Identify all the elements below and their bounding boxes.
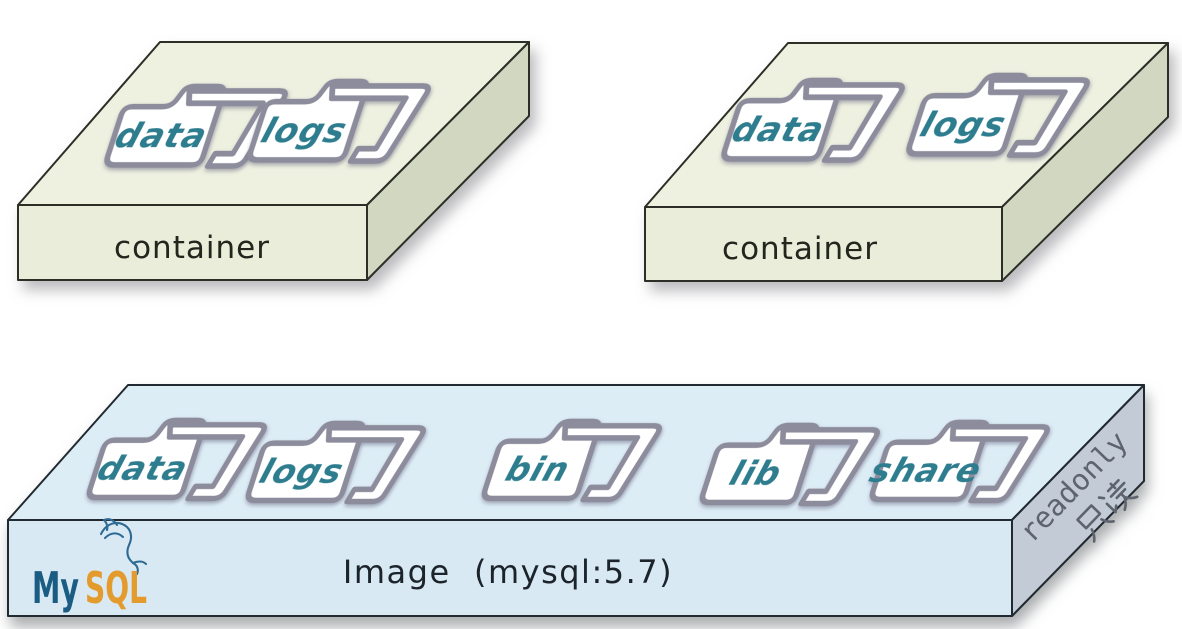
folder-label: data	[727, 111, 830, 150]
readonly-zh-glyphs	[1076, 478, 1139, 543]
folder-label: data	[110, 117, 213, 156]
container-1-label: container	[114, 230, 270, 266]
folder-label: logs	[256, 112, 352, 151]
folder-label: logs	[255, 453, 349, 491]
folder-icon-lib: lib	[700, 425, 880, 503]
container-1-front-face	[17, 204, 368, 281]
container-2-front-face	[644, 206, 1003, 282]
folder-label: data	[93, 450, 194, 488]
mysql-logo: My SQL	[32, 518, 148, 614]
container-2-label: container	[722, 231, 878, 267]
folder-label: lib	[725, 455, 787, 493]
mysql-logo-my: My	[32, 563, 79, 614]
folder-icon-logs: logs	[248, 81, 431, 161]
container-box-1: data logs container	[17, 41, 530, 281]
folder-icon-data: data	[87, 420, 267, 498]
image-label: Image (mysql:5.7)	[343, 553, 673, 591]
mysql-dolphin-icon	[99, 518, 148, 576]
folder-icon-logs: logs	[246, 423, 426, 501]
container-box-2: data logs container	[644, 42, 1169, 282]
folder-label: share	[865, 452, 987, 490]
folder-icon-data: data	[105, 86, 288, 166]
folder-icon-data: data	[722, 80, 905, 160]
image-front-face	[7, 519, 1013, 617]
mysql-logo-sql: SQL	[85, 563, 147, 614]
folder-icon-bin: bin	[482, 421, 662, 499]
folder-icon-logs: logs	[907, 75, 1090, 155]
folder-label: bin	[501, 451, 575, 489]
mysql-image-box: data logs bin lib share	[7, 384, 1145, 617]
folder-label: logs	[915, 106, 1011, 145]
folder-icon-share: share	[865, 422, 1049, 500]
